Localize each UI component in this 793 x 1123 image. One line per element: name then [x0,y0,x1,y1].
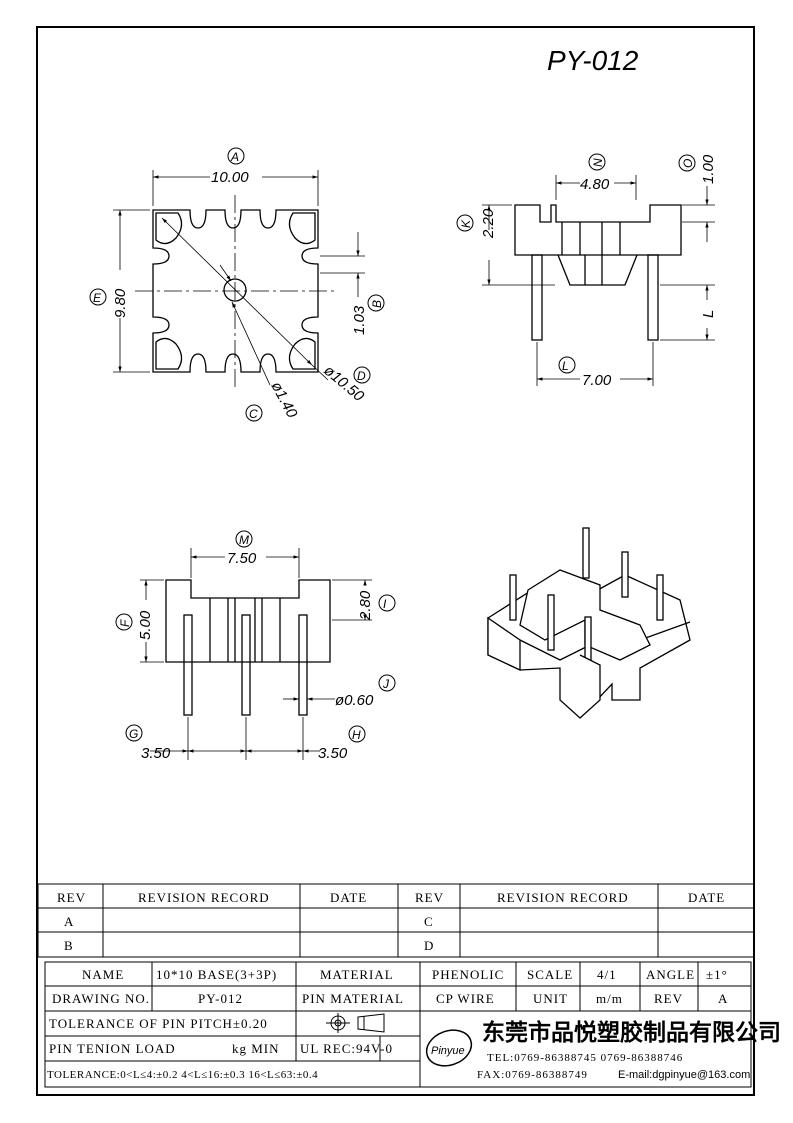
svg-text:D: D [357,369,366,383]
revision-record-header-1: REVISION RECORD [138,890,270,905]
svg-text:M: M [239,533,249,547]
name-label: NAME [82,967,124,982]
svg-text:G: G [129,727,138,741]
dim-n-value: 4.80 [580,176,610,193]
name-value: 10*10 BASE(3+3P) [156,967,277,982]
letter-d: D [353,366,371,384]
projection-symbol [326,1013,385,1033]
company-tel: TEL:0769-86388745 0769-86388746 [487,1052,683,1064]
material-value: PHENOLIC [432,967,504,982]
rev-header-2: REV [415,890,444,905]
letter-f: F [115,613,133,631]
letter-j: J [378,674,396,692]
svg-text:L: L [562,359,569,373]
spec-table [44,961,752,1088]
svg-text:E: E [93,291,102,305]
pin-material-value: CP WIRE [436,991,495,1006]
drawing-title: PY-012 [547,45,639,76]
letter-m: M [235,530,253,548]
dim-m-value: 7.50 [227,550,257,567]
letter-h: H [348,725,366,743]
scale-label: SCALE [527,967,573,982]
dim-g-value: 3.50 [141,745,171,762]
side-view [482,175,715,386]
tolerance-pitch: TOLERANCE OF PIN PITCH±0.20 [49,1016,268,1031]
dim-e-value: 9.80 [112,288,129,318]
letter-b: B [367,294,385,312]
letter-c: C [245,404,263,422]
pin-tension-value: kg MIN [232,1041,280,1056]
rev-cell: C [424,914,434,929]
dim-f-value: 5.00 [137,610,154,640]
dim-b-value: 1.03 [351,305,368,335]
company-email: E-mail:dgpinyue@163.com [618,1069,750,1081]
dim-l-vertical: L [700,310,717,318]
dim-i-value: 2.80 [357,590,374,621]
dim-a-value: 10.00 [211,169,249,186]
top-view [113,170,365,390]
dim-l-value: 7.00 [582,372,612,389]
svg-text:K: K [459,219,473,228]
angle-label: ANGLE [646,967,695,982]
dim-h-value: 3.50 [318,745,348,762]
unit-value: m/m [596,991,623,1006]
letter-l: L [558,356,576,374]
date-header-1: DATE [330,890,367,905]
letter-i: I [378,594,396,612]
pin-tension-label: PIN TENION LOAD [49,1041,176,1056]
rev-value: A [718,991,728,1006]
svg-text:B: B [370,300,384,308]
rev-header-1: REV [57,890,86,905]
letter-k: K [456,214,474,232]
company-fax: FAX:0769-86388749 [477,1069,588,1081]
isometric-view [487,527,691,719]
letter-g: G [125,724,143,742]
company-logo: Pinyue [425,1029,473,1067]
rev-label: REV [654,991,683,1006]
pin-material-label: PIN MATERIAL [302,991,404,1006]
dim-c-value: ø1.40 [267,379,300,421]
svg-text:Pinyue: Pinyue [431,1045,465,1057]
svg-text:J: J [382,677,390,691]
material-label: MATERIAL [320,967,394,982]
rev-cell: D [424,938,434,953]
dim-j-value: ø0.60 [335,692,374,709]
rev-cell: B [64,938,74,953]
letter-e: E [89,288,107,306]
unit-label: UNIT [533,991,568,1006]
svg-text:H: H [352,728,361,742]
drawing-no-label: DRAWING NO. [52,991,150,1006]
svg-text:A: A [230,150,239,164]
date-header-2: DATE [688,890,725,905]
scale-value: 4/1 [597,967,617,982]
company-name: 东莞市品悦塑胶制品有限公司 [482,1019,781,1046]
svg-text:I: I [383,597,387,611]
svg-text:N: N [591,158,605,167]
rev-cell: A [64,914,74,929]
letter-o: O [678,154,696,172]
drawing-no-value: PY-012 [198,991,243,1006]
angle-value: ±1° [706,967,728,982]
letter-a: A [227,147,245,165]
revision-record-header-2: REVISION RECORD [497,890,629,905]
tolerance-range: TOLERANCE:0<L≤4:±0.2 4<L≤16:±0.3 16<L≤63… [47,1069,318,1081]
svg-text:O: O [681,159,695,168]
letter-n: N [588,153,606,171]
revision-table [37,883,755,958]
dim-o-value: 1.00 [700,154,717,184]
dim-k-value: 2.20 [480,208,497,239]
svg-text:C: C [249,407,258,421]
sheet-border [36,26,755,1096]
ul-rating: UL REC:94V-0 [300,1041,393,1056]
front-view [140,548,372,760]
svg-text:F: F [118,619,132,627]
